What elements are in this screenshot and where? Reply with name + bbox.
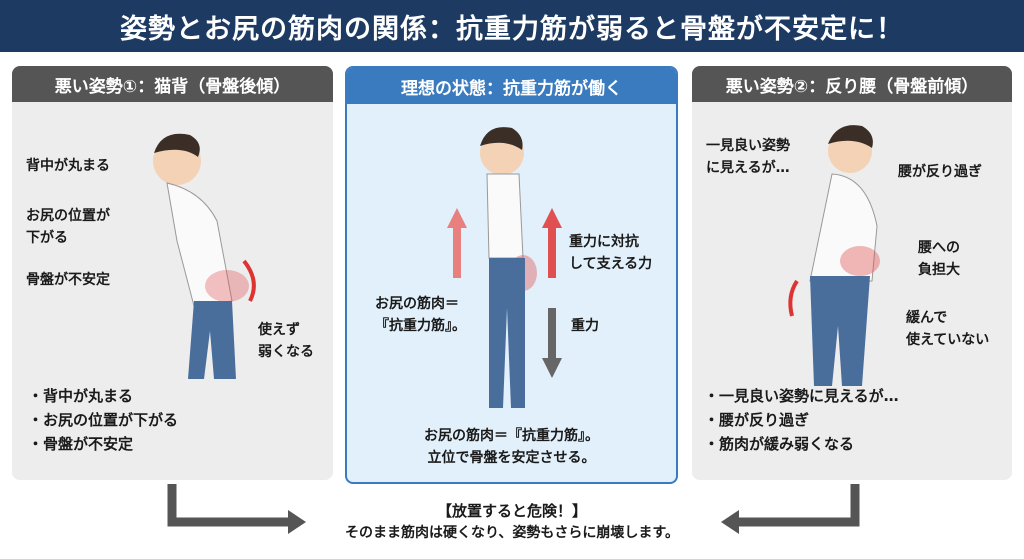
label: 使えず 弱くなる: [258, 322, 314, 360]
panel-bad-posture-1: 悪い姿勢①：猫背（骨盤後傾） 背中が丸まる お尻の位置が 下がる 骨盤が不安定 …: [12, 66, 333, 480]
caption-line: 立位で骨盤を安定させる。: [427, 449, 596, 466]
label: 骨盤が不安定: [26, 272, 110, 288]
label: 重力に対抗 して支える力: [569, 234, 653, 272]
panel-header: 悪い姿勢①：猫背（骨盤後傾）: [12, 66, 333, 102]
bullet-item: ・腰が反り過ぎ: [704, 411, 810, 429]
caption-line: お尻の筋肉＝『抗重力筋』。: [424, 428, 599, 444]
bullet-item: ・一見良い姿勢に見えるが…: [704, 387, 899, 405]
slouching-person-illustration: [153, 133, 256, 379]
warning-text: そのまま筋肉は硬くなり、姿勢もさらに崩壊します。: [344, 524, 680, 541]
flow-arrows: [167, 484, 860, 534]
page-title: 姿勢とお尻の筋肉の関係：抗重力筋が弱ると骨盤が不安定に！: [0, 0, 1024, 52]
label: 緩んで 使えていない: [906, 310, 990, 348]
upright-person-illustration: [447, 127, 562, 408]
arrow-up-icon: [542, 208, 562, 278]
caption: お尻の筋肉＝『抗重力筋』。 立位で骨盤を安定させる。: [347, 426, 676, 469]
arrow-down-icon: [542, 308, 562, 378]
bullet-item: ・背中が丸まる: [28, 387, 134, 405]
label: 腰が反り過ぎ: [898, 164, 982, 180]
panel-header: 悪い姿勢②：反り腰（骨盤前傾）: [692, 66, 1012, 102]
panel-bad-posture-2: 悪い姿勢②：反り腰（骨盤前傾） 一見良い姿勢 に見えるが… 腰が反り過ぎ 腰への…: [692, 66, 1012, 480]
panel-ideal-posture: 理想の状態：抗重力筋が働く 重力に対抗 して支える力 お尻の筋肉＝ 『抗重力筋』…: [345, 66, 678, 484]
warning-title: 【放置すると危険！】: [436, 502, 587, 520]
bullet-item: ・骨盤が不安定: [28, 435, 134, 453]
label: お尻の筋肉＝ 『抗重力筋』。: [375, 296, 466, 334]
bullet-list: ・背中が丸まる ・お尻の位置が下がる ・骨盤が不安定: [28, 384, 178, 456]
bullet-list: ・一見良い姿勢に見えるが… ・腰が反り過ぎ ・筋肉が緩み弱くなる: [704, 384, 899, 456]
bullet-item: ・お尻の位置が下がる: [28, 411, 179, 429]
label: 背中が丸まる: [26, 158, 110, 174]
arrow-up-icon: [447, 208, 467, 278]
arrow-left-icon: [737, 484, 860, 527]
warning-box: 【放置すると危険！】 そのまま筋肉は硬くなり、姿勢もさらに崩壊します。: [300, 500, 724, 544]
label: お尻の位置が 下がる: [26, 208, 110, 246]
arrow-right-icon: [167, 484, 290, 527]
bullet-item: ・筋肉が緩み弱くなる: [704, 435, 855, 453]
panel-header: 理想の状態：抗重力筋が働く: [347, 68, 676, 104]
label: 腰への 負担大: [918, 240, 960, 278]
label: 重力: [571, 318, 599, 334]
label: 一見良い姿勢 に見えるが…: [706, 138, 790, 176]
swayback-person-illustration: [788, 125, 880, 386]
